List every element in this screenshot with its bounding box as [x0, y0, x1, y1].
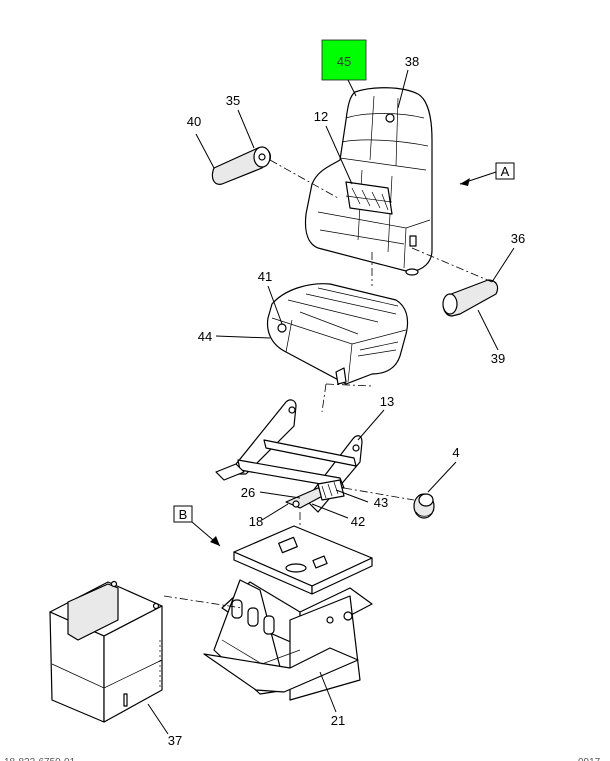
callout-42: 42 — [351, 514, 365, 529]
callout-12: 12 — [314, 109, 328, 124]
seat-cushion — [266, 283, 409, 385]
callout-26: 26 — [241, 485, 255, 500]
view-label-a: A — [501, 164, 510, 179]
drawing-number: 18-822-6750-01 — [4, 757, 76, 761]
callout-13: 13 — [380, 394, 394, 409]
seat-slide-latch — [285, 479, 345, 509]
callout-43: 43 — [374, 495, 388, 510]
callout-4: 4 — [452, 445, 459, 460]
drawing-date: 0917 — [578, 757, 601, 761]
lumbar-adjuster — [345, 181, 393, 215]
callout-37: 37 — [168, 733, 182, 748]
seat-pedestal-base — [203, 525, 373, 701]
callout-21: 21 — [331, 713, 345, 728]
highlight-box-45 — [321, 39, 367, 81]
callout-40: 40 — [187, 114, 201, 129]
callout-39: 39 — [491, 351, 505, 366]
view-marker-a: A — [459, 162, 515, 186]
callout-18: 18 — [249, 514, 263, 529]
callout-35: 35 — [226, 93, 240, 108]
adjustment-knob — [413, 493, 435, 519]
callout-44: 44 — [198, 329, 212, 344]
armrest-right — [442, 279, 499, 317]
highlight-45: 45 — [321, 39, 367, 81]
callout-numbers: 38 35 40 12 36 39 41 44 13 4 26 43 18 42… — [168, 54, 525, 748]
view-label-b: B — [179, 507, 188, 522]
view-marker-b: B — [173, 505, 221, 547]
callout-45: 45 — [337, 54, 351, 69]
callout-36: 36 — [511, 231, 525, 246]
callout-leaders — [147, 69, 515, 735]
callout-38: 38 — [405, 54, 419, 69]
armrest-left — [211, 146, 271, 185]
base-cover — [49, 580, 163, 723]
seat-back-cushion — [304, 87, 433, 276]
callout-41: 41 — [258, 269, 272, 284]
